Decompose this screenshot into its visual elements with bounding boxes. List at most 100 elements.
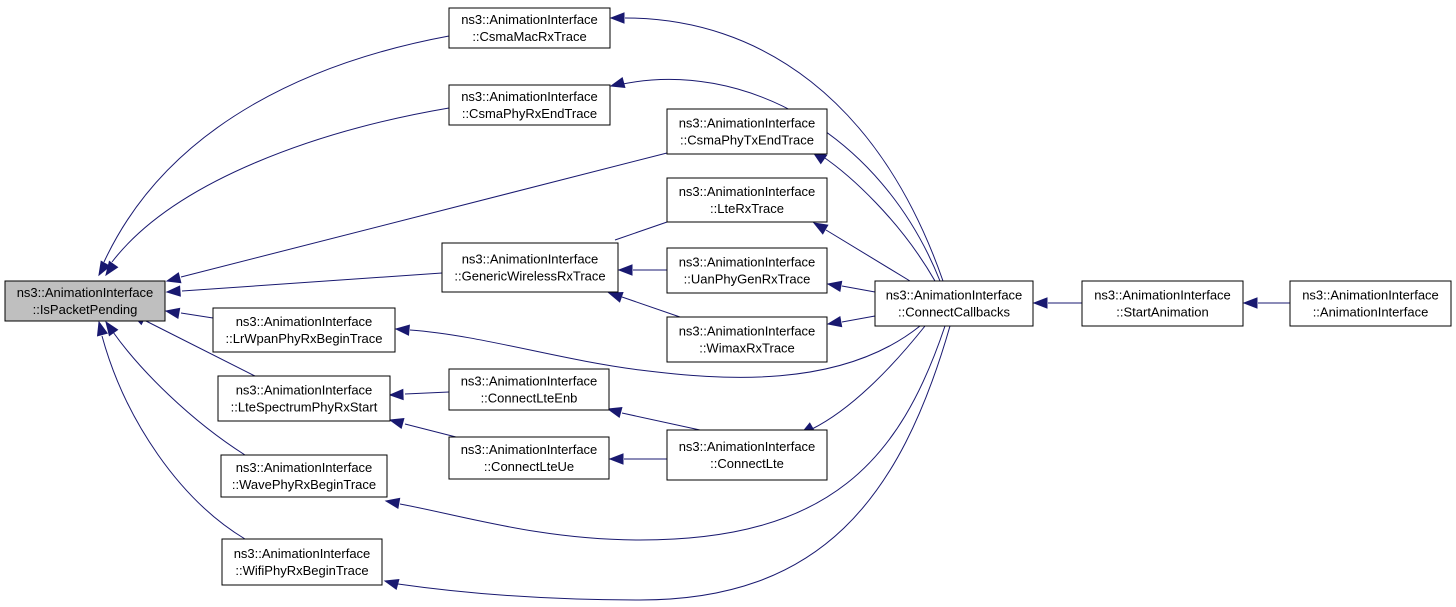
node-method-label: ::WimaxRxTrace bbox=[699, 341, 795, 356]
node-box bbox=[874, 280, 1034, 327]
node-genericwirelessrx[interactable]: ns3::AnimationInterface::GenericWireless… bbox=[441, 242, 619, 293]
node-namespace-label: ns3::AnimationInterface bbox=[679, 439, 816, 454]
arrow-head-icon bbox=[609, 76, 626, 89]
edge-wimaxrx-to-genericwirelessrx bbox=[607, 291, 681, 318]
node-namespace-label: ns3::AnimationInterface bbox=[17, 285, 154, 300]
edge-line bbox=[399, 325, 946, 541]
node-box bbox=[448, 436, 610, 480]
node-startanimation[interactable]: ns3::AnimationInterface::StartAnimation bbox=[1081, 280, 1244, 327]
node-box bbox=[666, 247, 828, 294]
arrow-head-icon bbox=[383, 578, 400, 591]
node-method-label: ::ConnectLteEnb bbox=[481, 391, 578, 406]
node-connectlteenb[interactable]: ns3::AnimationInterface::ConnectLteEnb bbox=[448, 368, 610, 411]
node-namespace-label: ns3::AnimationInterface bbox=[461, 89, 598, 104]
node-wifiphyrxbegin[interactable]: ns3::AnimationInterface::WifiPhyRxBeginT… bbox=[221, 538, 383, 586]
edge-line bbox=[624, 17, 944, 282]
node-box bbox=[221, 538, 383, 586]
edge-animationinterface-to-startanimation bbox=[1242, 297, 1290, 309]
node-box bbox=[217, 375, 391, 422]
edge-connectcallbacks-to-lrwpanphyrxbegin bbox=[394, 324, 921, 378]
node-namespace-label: ns3::AnimationInterface bbox=[461, 442, 598, 457]
node-method-label: ::CsmaPhyTxEndTrace bbox=[680, 133, 814, 148]
node-lterx[interactable]: ns3::AnimationInterface::LteRxTrace bbox=[666, 177, 828, 223]
arrow-head-icon bbox=[1032, 297, 1048, 309]
edge-connectlte-to-connectlteenb bbox=[606, 406, 701, 431]
node-box bbox=[448, 368, 610, 411]
node-namespace-label: ns3::AnimationInterface bbox=[236, 383, 373, 398]
edge-line bbox=[397, 325, 951, 601]
arrow-head-icon bbox=[165, 272, 182, 284]
node-namespace-label: ns3::AnimationInterface bbox=[679, 324, 816, 339]
edge-line bbox=[409, 325, 921, 378]
edge-connectcallbacks-to-wifiphyrxbegin bbox=[383, 325, 951, 601]
node-namespace-label: ns3::AnimationInterface bbox=[679, 116, 816, 131]
arrow-head-icon bbox=[96, 320, 109, 337]
edge-line bbox=[103, 35, 450, 263]
node-box bbox=[1081, 280, 1244, 327]
arrow-head-icon bbox=[165, 285, 181, 297]
edge-csmaphytxend-to-ispacketpending bbox=[165, 152, 668, 284]
node-namespace-label: ns3::AnimationInterface bbox=[461, 374, 598, 389]
arrow-head-icon bbox=[826, 280, 843, 292]
node-connectlte[interactable]: ns3::AnimationInterface::ConnectLte bbox=[666, 429, 828, 481]
node-box bbox=[220, 454, 388, 498]
arrow-head-icon bbox=[105, 320, 119, 337]
edge-genericwirelessrx-to-ispacketpending bbox=[165, 272, 443, 297]
node-animationinterface[interactable]: ns3::AnimationInterface::AnimationInterf… bbox=[1289, 280, 1452, 327]
node-box bbox=[1289, 280, 1452, 327]
edge-line bbox=[621, 412, 701, 431]
edge-line bbox=[841, 315, 876, 323]
node-box bbox=[212, 307, 396, 353]
arrow-head-icon bbox=[1242, 297, 1258, 309]
node-namespace-label: ns3::AnimationInterface bbox=[679, 255, 816, 270]
node-box bbox=[666, 108, 828, 155]
node-wimaxrx[interactable]: ns3::AnimationInterface::WimaxRxTrace bbox=[666, 316, 828, 363]
node-lrwpanphyrxbegin[interactable]: ns3::AnimationInterface::LrWpanPhyRxBegi… bbox=[212, 307, 396, 353]
edge-line bbox=[614, 220, 671, 241]
arrow-head-icon bbox=[608, 453, 624, 465]
node-csmaphyrxend[interactable]: ns3::AnimationInterface::CsmaPhyRxEndTra… bbox=[448, 84, 611, 126]
arrow-head-icon bbox=[388, 417, 405, 430]
edge-line bbox=[821, 155, 936, 282]
arrow-head-icon bbox=[606, 406, 623, 419]
arrow-head-icon bbox=[164, 307, 181, 319]
edge-connectlteenb-to-ltespectrumphyrxstart bbox=[388, 388, 450, 401]
node-box bbox=[448, 84, 611, 126]
node-namespace-label: ns3::AnimationInterface bbox=[461, 12, 598, 27]
node-namespace-label: ns3::AnimationInterface bbox=[236, 314, 373, 329]
node-namespace-label: ns3::AnimationInterface bbox=[1094, 288, 1231, 303]
edge-wifiphyrxbegin-to-ispacketpending bbox=[96, 320, 246, 540]
node-method-label: ::LteSpectrumPhyRxStart bbox=[231, 400, 378, 415]
edge-line bbox=[180, 152, 668, 278]
edge-line bbox=[404, 423, 457, 438]
node-method-label: ::LteRxTrace bbox=[710, 201, 784, 216]
edge-line bbox=[811, 325, 926, 430]
node-csmaphytxend[interactable]: ns3::AnimationInterface::CsmaPhyTxEndTra… bbox=[666, 108, 828, 155]
node-box bbox=[666, 177, 828, 223]
arrow-head-icon bbox=[388, 388, 404, 401]
edge-line bbox=[404, 391, 450, 395]
node-namespace-label: ns3::AnimationInterface bbox=[234, 546, 371, 561]
arrow-head-icon bbox=[105, 260, 119, 277]
node-ltespectrumphyrxstart[interactable]: ns3::AnimationInterface::LteSpectrumPhyR… bbox=[217, 375, 391, 422]
edge-line bbox=[180, 312, 214, 319]
node-method-label: ::ConnectLteUe bbox=[484, 459, 574, 474]
node-method-label: ::WifiPhyRxBeginTrace bbox=[235, 563, 368, 578]
node-ispacketpending[interactable]: ns3::AnimationInterface::IsPacketPending bbox=[4, 280, 166, 322]
edge-line bbox=[111, 107, 450, 263]
node-connectlteue[interactable]: ns3::AnimationInterface::ConnectLteUe bbox=[448, 436, 610, 480]
node-connectcallbacks[interactable]: ns3::AnimationInterface::ConnectCallback… bbox=[874, 280, 1034, 327]
node-method-label: ::CsmaMacRxTrace bbox=[472, 29, 586, 44]
node-csmamacrx[interactable]: ns3::AnimationInterface::CsmaMacRxTrace bbox=[448, 7, 611, 49]
arrow-head-icon bbox=[812, 222, 829, 235]
node-uanphygenrx[interactable]: ns3::AnimationInterface::UanPhyGenRxTrac… bbox=[666, 247, 828, 294]
edge-line bbox=[112, 331, 246, 456]
node-wavephyrxbegin[interactable]: ns3::AnimationInterface::WavePhyRxBeginT… bbox=[220, 454, 388, 498]
arrow-head-icon bbox=[617, 264, 633, 276]
edge-csmamacrx-to-ispacketpending bbox=[98, 35, 450, 277]
node-namespace-label: ns3::AnimationInterface bbox=[236, 460, 373, 475]
arrow-head-icon bbox=[607, 291, 624, 303]
arrow-head-icon bbox=[609, 12, 625, 24]
edge-line bbox=[101, 335, 246, 540]
